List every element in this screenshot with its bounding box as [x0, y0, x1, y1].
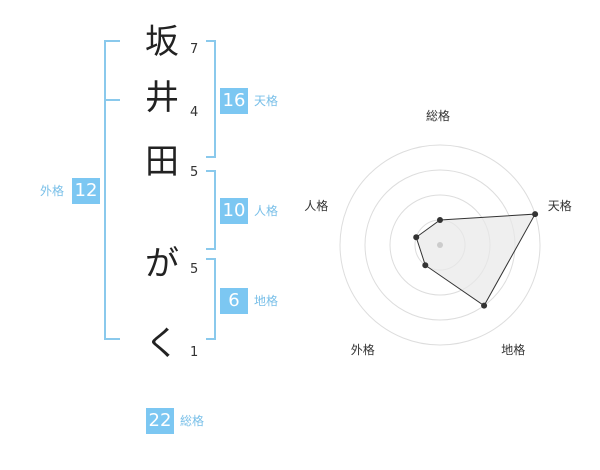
gaikaku-value: 12 [72, 178, 100, 204]
stroke-count-3: 5 [190, 165, 199, 180]
name-char-5: く [145, 324, 179, 364]
radar-point-4 [422, 262, 429, 269]
stroke-count-5: 1 [190, 345, 199, 360]
radar-axis-label-2: 天格 [547, 199, 572, 214]
radar-grid-ring [339, 144, 541, 346]
radar-series-polygon [415, 213, 536, 307]
stroke-count-2: 4 [190, 105, 199, 120]
chikaku-label: 地格 [254, 294, 279, 308]
radar-point-5 [413, 234, 420, 241]
radar-axis-label-5: 人格 [304, 199, 329, 214]
radar-point-1 [437, 217, 443, 223]
radar-point-3 [481, 302, 488, 309]
stroke-count-1: 7 [190, 42, 199, 57]
radar-axis-label-3: 地格 [501, 342, 526, 357]
radar-axis-label-1: 総格 [426, 109, 451, 123]
stroke-count-4: 5 [190, 262, 199, 277]
name-char-3: 田 [145, 142, 179, 182]
soukaku-label: 総格 [180, 414, 205, 428]
tenkaku-value: 16 [220, 88, 248, 114]
jinkaku-label: 人格 [254, 204, 279, 218]
jinkaku-value: 10 [220, 198, 248, 224]
radar-axis-label-4: 外格 [350, 342, 375, 357]
name-char-4: が [145, 244, 179, 284]
name-char-1: 坂 [145, 22, 179, 62]
soukaku-value: 22 [146, 408, 174, 434]
chikaku-value: 6 [220, 288, 248, 314]
gaikaku-label: 外格 [40, 184, 65, 198]
radar-point-2 [532, 211, 539, 218]
name-char-2: 井 [145, 78, 179, 118]
radar-center-point [437, 242, 443, 248]
tenkaku-label: 天格 [254, 94, 279, 108]
